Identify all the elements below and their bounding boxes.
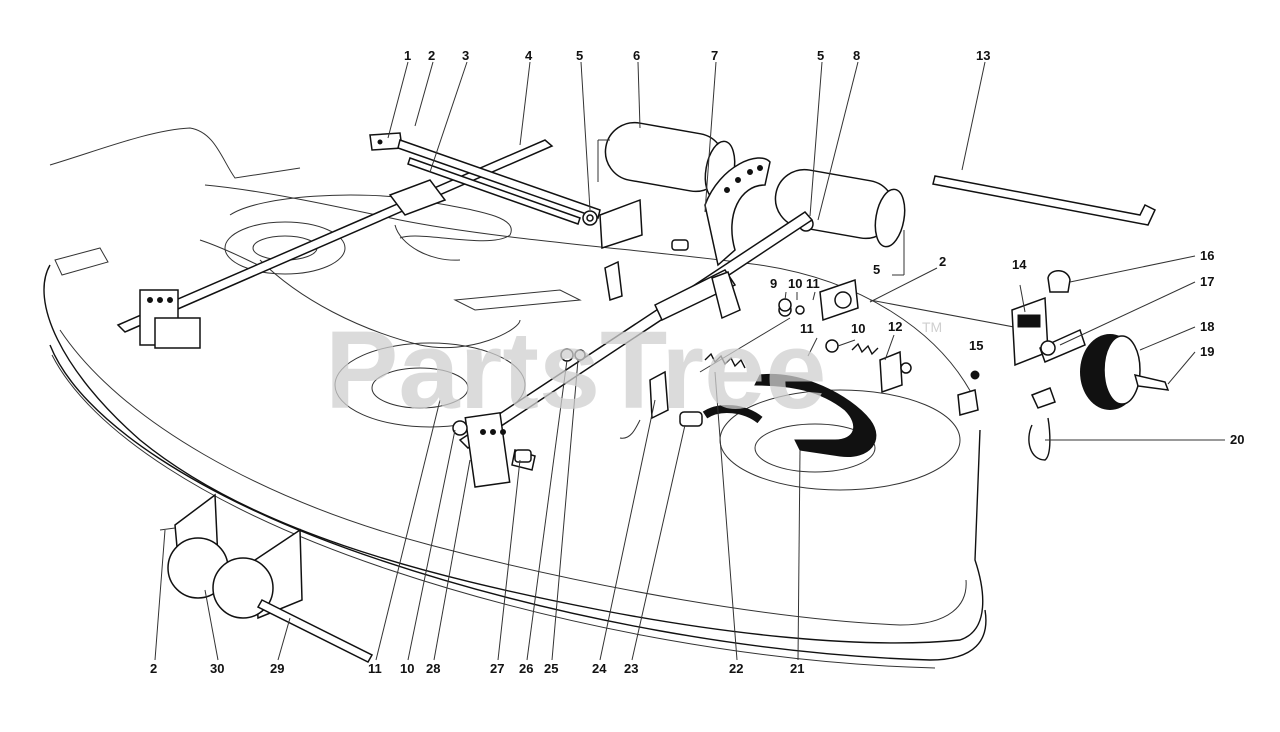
callout-21: 21	[790, 661, 804, 676]
rear-rod-and-bracket	[869, 175, 1156, 367]
callout-27: 27	[490, 661, 504, 676]
height-adjust-plate	[704, 157, 771, 267]
callout-3: 3	[462, 48, 469, 63]
callout-30: 30	[210, 661, 224, 676]
hardware-right	[778, 298, 912, 394]
callout-11: 11	[800, 321, 814, 336]
callout-28: 28	[426, 661, 440, 676]
callout-20: 20	[1230, 432, 1244, 447]
callout-2: 2	[428, 48, 435, 63]
callout-10: 10	[851, 321, 865, 336]
watermark-trademark: TM	[922, 319, 942, 335]
callout-5: 5	[817, 48, 824, 63]
callout-6: 6	[633, 48, 640, 63]
callout-14: 14	[1012, 257, 1027, 272]
callout-23: 23	[624, 661, 638, 676]
deck-wheel	[957, 334, 1170, 461]
callout-11: 11	[368, 661, 382, 676]
callout-26: 26	[519, 661, 533, 676]
callout-labels: 1 2 3 4 5 6 7 5 8 13 9 10 11 5 2 11 10 1…	[150, 48, 1244, 676]
callout-13: 13	[976, 48, 990, 63]
callout-29: 29	[270, 661, 284, 676]
callout-22: 22	[729, 661, 743, 676]
anti-scalp-rollers	[159, 493, 374, 663]
callout-7: 7	[711, 48, 718, 63]
callout-17: 17	[1200, 274, 1214, 289]
front-lift-bar	[116, 139, 554, 349]
watermark-text: PartsTree	[325, 309, 826, 432]
callout-4: 4	[525, 48, 533, 63]
callout-1: 1	[404, 48, 411, 63]
callout-24: 24	[592, 661, 607, 676]
front-rod-assembly	[369, 132, 601, 225]
hardware-center	[514, 239, 703, 463]
callout-5: 5	[873, 262, 880, 277]
callout-11: 11	[806, 276, 820, 291]
callout-8: 8	[853, 48, 860, 63]
callout-5: 5	[576, 48, 583, 63]
callout-2: 2	[939, 254, 946, 269]
callout-9: 9	[770, 276, 777, 291]
callout-10: 10	[400, 661, 414, 676]
rear-lift-bar	[452, 211, 814, 488]
callout-18: 18	[1200, 319, 1214, 334]
callout-15: 15	[969, 338, 983, 353]
callout-19: 19	[1200, 344, 1214, 359]
callout-2: 2	[150, 661, 157, 676]
callout-25: 25	[544, 661, 558, 676]
callout-10: 10	[788, 276, 802, 291]
leader-lines	[154, 61, 1225, 661]
callout-16: 16	[1200, 248, 1214, 263]
callout-12: 12	[888, 319, 902, 334]
drive-belt	[702, 373, 877, 457]
parts-tree-watermark: PartsTree TM	[325, 309, 942, 432]
